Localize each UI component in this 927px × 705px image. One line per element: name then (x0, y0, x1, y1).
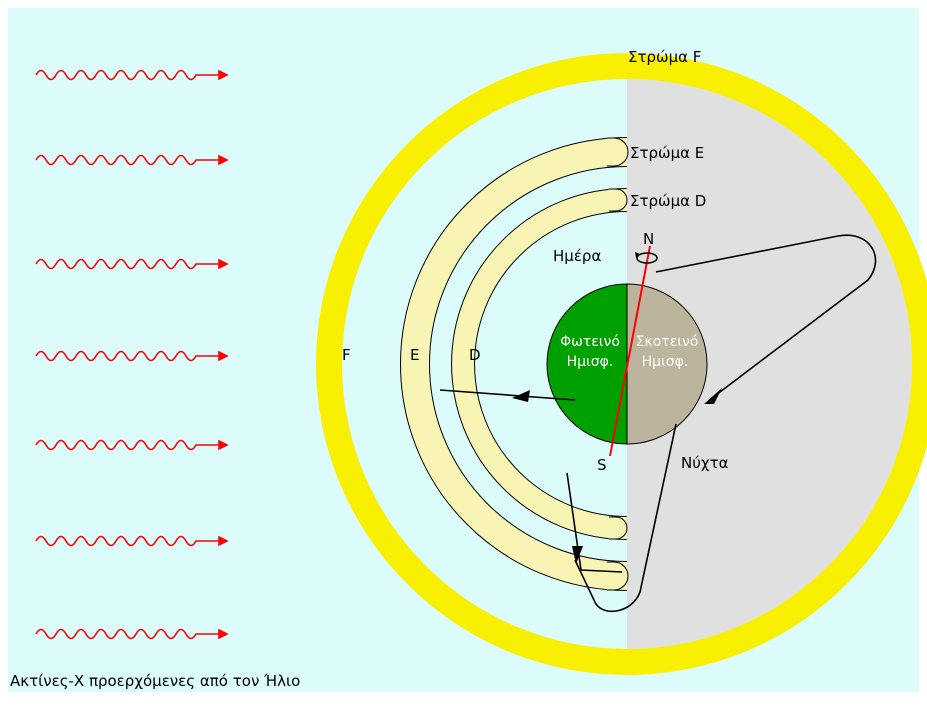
wavy-arrow-icon (35, 154, 229, 166)
night-side (627, 79, 912, 649)
wavy-arrow-icon (35, 69, 229, 81)
caption: Ακτίνες-Χ προερχόμενες από τον Ήλιο (10, 672, 300, 690)
day-label: Ημέρα (553, 247, 601, 265)
layer-e-arc (400, 137, 627, 591)
wavy-arrow-icon (35, 628, 229, 640)
wavy-arrow-icon (35, 350, 229, 362)
wavy-arrow-icon (35, 439, 229, 451)
lit-hemisphere (546, 283, 628, 445)
north-label: N (643, 230, 654, 248)
wavy-arrow-icon (35, 258, 229, 270)
lit-hemisphere-label-2: Ημισφ. (567, 354, 614, 370)
xray-rays (35, 69, 229, 640)
layer-f-title: Στρώμα F (628, 48, 701, 66)
layer-d-letter: D (469, 346, 481, 364)
layer-e-title: Στρώμα E (630, 144, 704, 162)
lit-hemisphere-label-1: Φωτεινό (560, 334, 620, 350)
day-path-arrowhead (512, 390, 530, 402)
rotation-axis (609, 245, 651, 457)
dark-hemisphere (626, 283, 708, 445)
dark-hemisphere-label-1: Σκοτεινό (636, 334, 699, 350)
layer-d-title: Στρώμα D (630, 192, 706, 210)
night-bounce-path (574, 423, 677, 613)
layer-e-letter: E (410, 346, 419, 364)
day-absorption-path (439, 389, 576, 401)
rotation-arrow-icon (635, 252, 658, 264)
e-bounce-arrowhead (572, 546, 583, 564)
dark-hemisphere-label-2: Ημισφ. (642, 354, 689, 370)
night-label: Νύχτα (681, 454, 729, 472)
e-bounce-path (566, 472, 623, 573)
night-propagation-path (655, 234, 877, 399)
layer-f-letter: F (342, 346, 351, 364)
south-label: S (597, 456, 607, 474)
wavy-arrow-icon (35, 535, 229, 547)
night-path-arrowhead (704, 388, 722, 404)
layer-d-arc (451, 188, 627, 540)
